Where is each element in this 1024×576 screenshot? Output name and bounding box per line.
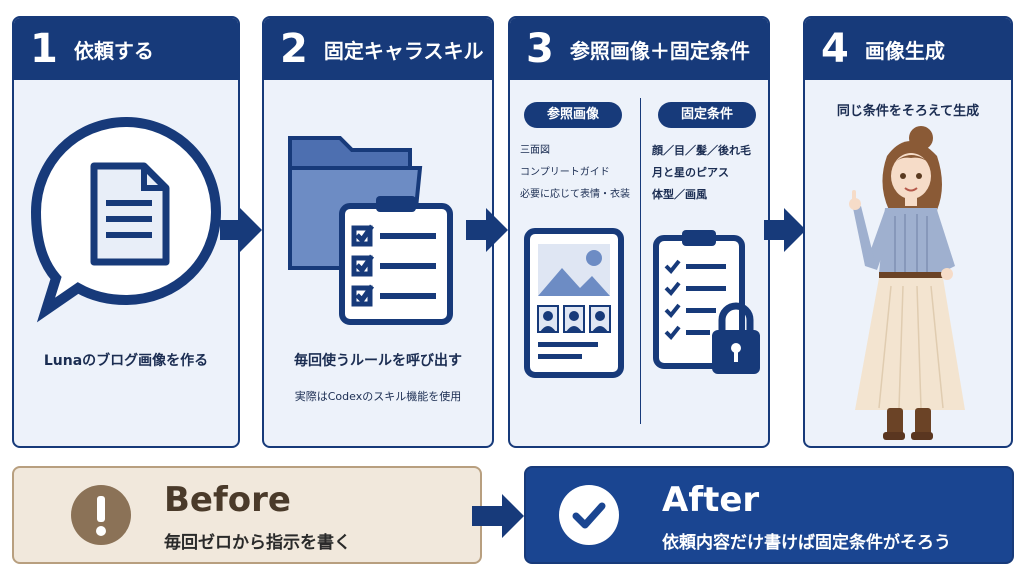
step-4-header: 4 画像生成 bbox=[805, 18, 1011, 80]
step-2-title: 固定キャラスキル bbox=[323, 38, 484, 63]
before-panel: Before 毎回ゼロから指示を書く bbox=[12, 466, 482, 564]
reference-images-label: 参照画像 bbox=[524, 102, 622, 128]
condition-item: 月と星のピアス bbox=[652, 166, 729, 179]
step-2-note: 実際はCodexのスキル機能を使用 bbox=[294, 390, 462, 403]
step-3-number: 3 bbox=[526, 26, 554, 72]
before-title: Before bbox=[164, 480, 291, 520]
exclamation-icon bbox=[71, 485, 131, 545]
document-speech-bubble-icon bbox=[30, 116, 222, 323]
step-1-caption: Lunaのブログ画像を作る bbox=[43, 353, 209, 369]
step-4-panel: 4 画像生成 同じ条件をそろえて生成 bbox=[803, 16, 1013, 448]
after-subtitle: 依頼内容だけ書けば固定条件がそろう bbox=[662, 533, 951, 553]
reference-item: コンプリートガイド bbox=[520, 167, 610, 178]
step-3-header: 3 参照画像＋固定条件 bbox=[510, 18, 768, 80]
reference-item: 必要に応じて表情・衣装 bbox=[520, 189, 630, 200]
step-2-caption: 毎回使うルールを呼び出す bbox=[294, 353, 462, 369]
step-1-header: 1 依頼する bbox=[14, 18, 238, 80]
step-4-caption: 同じ条件をそろえて生成 bbox=[836, 104, 980, 119]
step-3-title: 参照画像＋固定条件 bbox=[569, 38, 750, 63]
reference-sheet-icon bbox=[524, 228, 624, 378]
condition-items-list: 顔／目／髪／後れ毛 月と星のピアス 体型／画風 bbox=[652, 140, 751, 206]
arrow-right-icon bbox=[220, 208, 262, 252]
arrow-right-icon bbox=[472, 494, 524, 538]
folder-checklist-icon bbox=[288, 136, 453, 325]
step-1-title: 依頼する bbox=[73, 38, 154, 63]
arrow-right-icon bbox=[466, 208, 508, 252]
condition-item: 顔／目／髪／後れ毛 bbox=[652, 144, 751, 157]
step-2-number: 2 bbox=[280, 26, 308, 72]
arrow-right-icon bbox=[764, 208, 806, 252]
checkmark-circle-icon bbox=[559, 485, 619, 545]
step-1-number: 1 bbox=[30, 26, 58, 72]
step-2-header: 2 固定キャラスキル bbox=[264, 18, 492, 80]
step-2-panel: 2 固定キャラスキル 毎回使うルールを呼び出す 実際はCodexのスキル機能を使… bbox=[262, 16, 494, 448]
column-divider bbox=[640, 98, 641, 424]
step-4-number: 4 bbox=[821, 26, 849, 72]
condition-item: 体型／画風 bbox=[652, 188, 707, 201]
locked-checklist-icon bbox=[653, 230, 760, 374]
reference-item: 三面図 bbox=[520, 145, 550, 156]
before-subtitle: 毎回ゼロから指示を書く bbox=[164, 533, 351, 553]
character-illustration bbox=[849, 126, 965, 440]
step-3-panel: 3 参照画像＋固定条件 参照画像 固定条件 三面図 コンプリートガイド 必要に応… bbox=[508, 16, 770, 448]
step-1-panel: 1 依頼する Lunaのブログ画像を作る bbox=[12, 16, 240, 448]
fixed-conditions-label: 固定条件 bbox=[658, 102, 756, 128]
reference-items-list: 三面図 コンプリートガイド 必要に応じて表情・衣装 bbox=[520, 140, 630, 206]
step-4-title: 画像生成 bbox=[864, 38, 945, 63]
after-panel: After 依頼内容だけ書けば固定条件がそろう bbox=[524, 466, 1014, 564]
after-title: After bbox=[662, 480, 760, 520]
